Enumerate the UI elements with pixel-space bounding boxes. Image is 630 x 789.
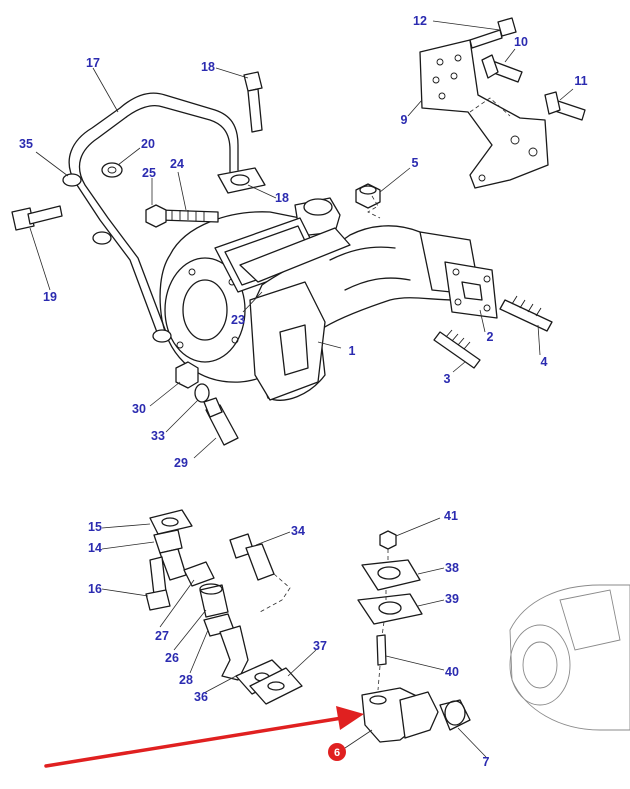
callout-10: 10 <box>514 35 528 49</box>
bolt-12 <box>469 17 517 49</box>
callout-23: 17 <box>86 56 100 70</box>
flange-24 <box>217 167 266 194</box>
nut-30 <box>145 204 167 228</box>
callout-4: 4 <box>541 355 548 369</box>
hose-17 <box>199 583 229 618</box>
nut-5 <box>355 183 381 209</box>
callout-12: 12 <box>413 14 427 28</box>
callout-labels: 17 18 35 20 24 25 18 19 23 1 5 2 3 4 30 … <box>19 14 588 769</box>
callout-26: 19 <box>43 290 57 304</box>
washer-27 <box>101 162 123 178</box>
callout-14: 14 <box>88 541 102 555</box>
bracket-9 <box>419 39 549 189</box>
oil-pipe-23 <box>62 92 239 343</box>
callout-27: 20 <box>141 137 155 151</box>
callout-41: 41 <box>444 509 458 523</box>
callout-30: 25 <box>142 166 156 180</box>
olive-35 <box>194 383 210 403</box>
callout-9: 9 <box>401 113 408 127</box>
bolt-10 <box>481 54 523 83</box>
callout-33: 29 <box>174 456 188 470</box>
bolt-16 <box>145 556 171 611</box>
gasket-39 <box>357 593 423 625</box>
callout-39: 39 <box>445 592 459 606</box>
callout-7: 7 <box>483 755 490 769</box>
gasket-2 <box>419 231 498 319</box>
callout-6-highlight: 6 <box>328 743 346 761</box>
callout-18-upper: 27 <box>155 629 169 643</box>
callout-20: 37 <box>313 639 327 653</box>
nut-34 <box>175 361 199 389</box>
callout-35: 33 <box>151 429 165 443</box>
leader-lines <box>29 20 574 758</box>
callout-19: 36 <box>194 690 208 704</box>
union-33 <box>203 397 239 446</box>
exhaust-elbow-1 <box>239 225 456 401</box>
callout-25: 18 <box>201 60 215 74</box>
callout-11: 11 <box>574 74 587 88</box>
turbocharger-ghost <box>509 584 630 731</box>
callout-18-lower: 28 <box>179 673 193 687</box>
callout-37: 35 <box>19 137 33 151</box>
callout-15: 15 <box>88 520 102 534</box>
callout-1: 1 <box>349 344 356 358</box>
stud-29 <box>159 209 219 223</box>
bolt-25 <box>243 71 263 133</box>
nut-41 <box>379 530 397 550</box>
callout-34: 30 <box>132 402 146 416</box>
stud-40 <box>376 634 387 666</box>
stud-4 <box>499 295 553 332</box>
bolt-11 <box>544 91 586 121</box>
adapter-14 <box>153 529 187 581</box>
callout-2: 2 <box>487 330 494 344</box>
gasket-20 <box>249 667 303 705</box>
callout-6: 6 <box>334 747 340 759</box>
callout-17: 26 <box>165 651 179 665</box>
callout-40: 40 <box>445 665 459 679</box>
callout-16: 16 <box>88 582 102 596</box>
elbow-6 <box>361 687 439 743</box>
callout-28: 23 <box>231 313 245 327</box>
callout-5: 5 <box>412 156 419 170</box>
callout-24: 18 <box>275 191 289 205</box>
highlight-arrow <box>44 706 364 768</box>
stud-3 <box>433 329 481 369</box>
flange-15 <box>149 509 193 535</box>
callout-29: 24 <box>170 157 184 171</box>
clip-18-upper <box>183 561 215 587</box>
bolt-26 <box>11 205 63 231</box>
alignment-dashes <box>259 97 511 691</box>
callout-38: 38 <box>445 561 459 575</box>
pipe-19 <box>219 625 289 695</box>
gasket-38 <box>361 559 421 591</box>
callout-3: 3 <box>444 372 451 386</box>
plug-7 <box>439 699 471 731</box>
callout-36: 34 <box>291 524 305 538</box>
